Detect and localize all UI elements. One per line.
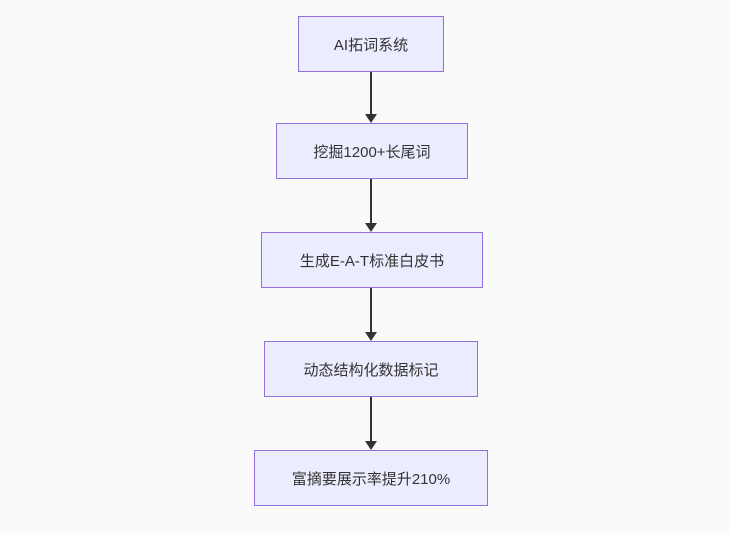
flow-node-longtail-mining: 挖掘1200+长尾词 [276,123,468,179]
flow-node-eat-whitepaper: 生成E-A-T标准白皮书 [261,232,483,288]
flow-node-rich-snippet-rate: 富摘要展示率提升210% [254,450,488,506]
flow-edge-line [370,397,372,441]
arrow-down-icon [365,441,377,450]
flow-node-label: 生成E-A-T标准白皮书 [299,252,445,270]
flow-edge-line [370,179,372,223]
flow-node-label: 挖掘1200+长尾词 [313,143,431,161]
flow-node-label: 动态结构化数据标记 [303,361,439,379]
flow-node-structured-data-markup: 动态结构化数据标记 [264,341,478,397]
flow-node-label: 富摘要展示率提升210% [291,470,451,488]
flow-node-ai-word-expansion: AI拓词系统 [298,16,444,72]
flow-edge-line [370,72,372,114]
flow-edge-line [370,288,372,332]
arrow-down-icon [365,332,377,341]
flow-node-label: AI拓词系统 [333,36,409,54]
arrow-down-icon [365,114,377,123]
arrow-down-icon [365,223,377,232]
